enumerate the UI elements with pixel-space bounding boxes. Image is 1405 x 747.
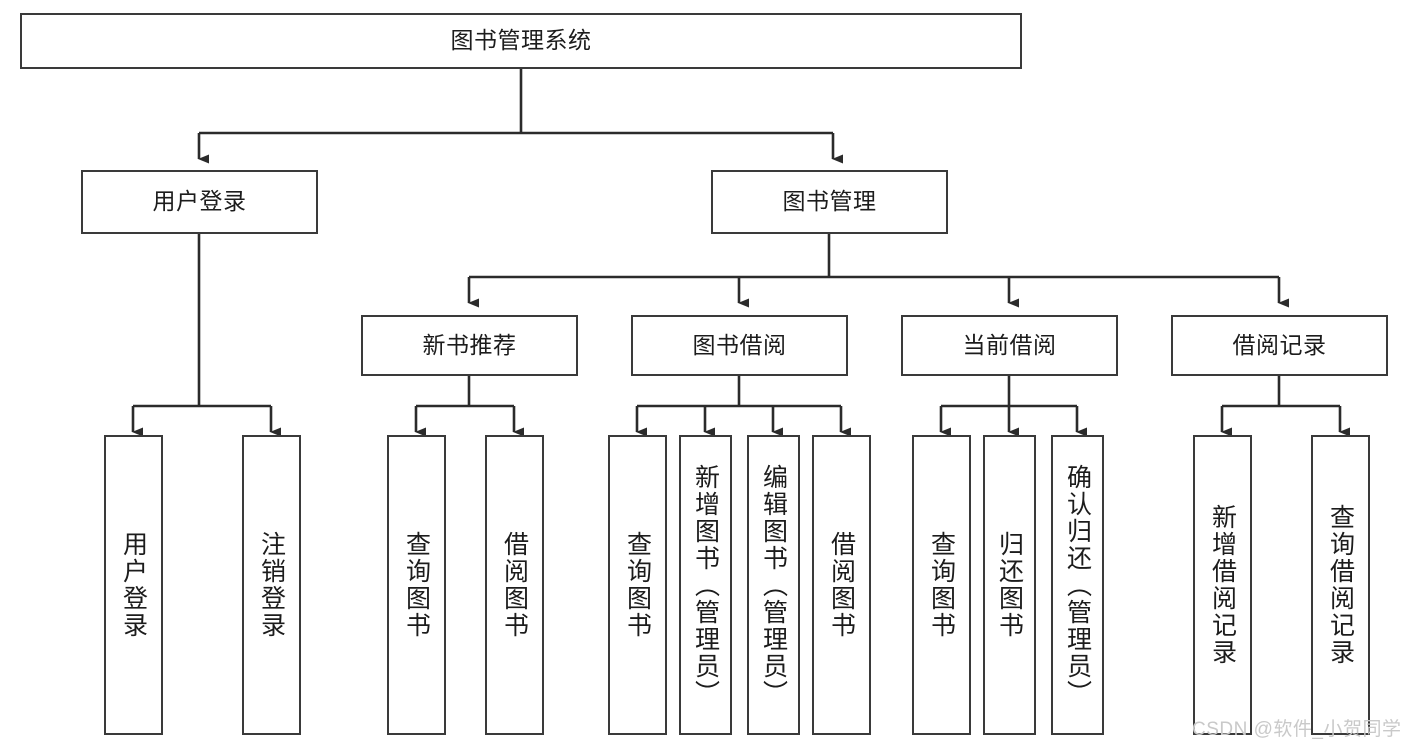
- node-label: 图书管理: [782, 188, 877, 215]
- node-label: 新增图书（管理员）: [691, 463, 720, 707]
- node-label: 用户登录: [152, 188, 247, 215]
- leaf-query-book-current[interactable]: 查询图书: [912, 435, 971, 735]
- node-label: 归还图书: [995, 531, 1024, 639]
- leaf-add-borrow-record[interactable]: 新增借阅记录: [1193, 435, 1252, 735]
- node-new-book-recommend[interactable]: 新书推荐: [361, 315, 578, 376]
- node-label: 确认归还（管理员）: [1063, 463, 1092, 707]
- node-label: 查询图书: [402, 531, 431, 639]
- node-label: 注销登录: [257, 531, 286, 639]
- node-current-borrow[interactable]: 当前借阅: [901, 315, 1118, 376]
- node-label: 当前借阅: [962, 331, 1057, 358]
- node-book-management[interactable]: 图书管理: [711, 170, 948, 234]
- leaf-edit-book[interactable]: 编辑图书（管理员）: [747, 435, 800, 735]
- node-label: 借阅记录: [1232, 331, 1327, 358]
- leaf-user-logout[interactable]: 注销登录: [242, 435, 301, 735]
- leaf-user-login[interactable]: 用户登录: [104, 435, 163, 735]
- leaf-query-book-recommend[interactable]: 查询图书: [387, 435, 446, 735]
- node-label: 新书推荐: [422, 331, 517, 358]
- node-label: 编辑图书（管理员）: [759, 463, 788, 707]
- leaf-query-borrow-record[interactable]: 查询借阅记录: [1311, 435, 1370, 735]
- node-label: 借阅图书: [500, 531, 529, 639]
- node-borrow-record[interactable]: 借阅记录: [1171, 315, 1388, 376]
- node-label: 图书借阅: [692, 331, 787, 358]
- node-user-login[interactable]: 用户登录: [81, 170, 318, 234]
- leaf-return-book[interactable]: 归还图书: [983, 435, 1036, 735]
- node-book-borrow[interactable]: 图书借阅: [631, 315, 848, 376]
- node-label: 查询借阅记录: [1326, 504, 1355, 666]
- node-label: 新增借阅记录: [1208, 504, 1237, 666]
- node-label: 图书管理系统: [450, 27, 592, 54]
- node-label: 查询图书: [927, 531, 956, 639]
- leaf-borrow-book-recommend[interactable]: 借阅图书: [485, 435, 544, 735]
- leaf-query-book-borrow[interactable]: 查询图书: [608, 435, 667, 735]
- node-label: 查询图书: [623, 531, 652, 639]
- leaf-add-book[interactable]: 新增图书（管理员）: [679, 435, 732, 735]
- csdn-watermark: CSDN @软件_小贺同学: [1192, 719, 1402, 740]
- node-label: 用户登录: [119, 531, 148, 639]
- node-root-book-management-system[interactable]: 图书管理系统: [20, 13, 1022, 69]
- leaf-borrow-book[interactable]: 借阅图书: [812, 435, 871, 735]
- leaf-confirm-return[interactable]: 确认归还（管理员）: [1051, 435, 1104, 735]
- node-label: 借阅图书: [827, 531, 856, 639]
